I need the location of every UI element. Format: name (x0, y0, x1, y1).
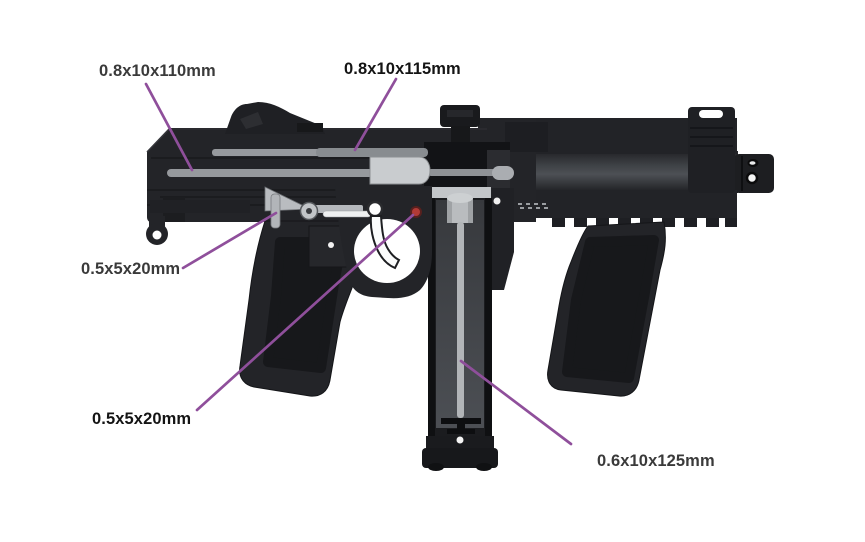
foregrip (547, 221, 666, 397)
leader-lines (144, 77, 573, 446)
floorplate-foot (428, 463, 444, 471)
receiver-pin-hole (493, 197, 501, 205)
bolt-block (369, 156, 431, 185)
magazine-wall-left (428, 198, 435, 438)
leader-sear-spring (181, 211, 278, 270)
sling-loop (146, 216, 168, 245)
receiver-lower-panel (150, 200, 250, 213)
rear-sight-panel (240, 112, 263, 129)
receiver-chamfer-highlight (146, 127, 171, 153)
sling-loop-hole (152, 230, 162, 240)
fire-control-group (264, 186, 422, 270)
floorplate-foot (476, 463, 492, 471)
front-sight-aperture (699, 110, 723, 118)
receiver-stamp-marks (518, 203, 548, 209)
front-sight (688, 107, 735, 193)
muzzle-hole (745, 171, 759, 185)
magazine-follower-top (447, 193, 473, 223)
foregrip-panel (562, 235, 659, 383)
leader-trigger-spring (195, 213, 415, 412)
rear-sight-step (297, 123, 323, 132)
leader-magazine-spring (459, 359, 573, 446)
front-sight-tower (688, 107, 735, 193)
magwell-column (492, 188, 514, 290)
dimension-label-lower-recoil-spring: 0.8x10x110mm (99, 62, 216, 80)
sear-pivot-hole (306, 208, 312, 214)
trigger (369, 215, 401, 270)
leader-upper-recoil-spring (353, 77, 398, 152)
pistol-grip (239, 220, 361, 397)
recoil-spring-upper (212, 148, 428, 157)
grip-pin-hole (328, 242, 334, 248)
dimension-label-upper-recoil-spring: 0.8x10x115mm (344, 60, 461, 78)
recoil-spring-lower (167, 166, 514, 180)
rail-riser-block (505, 122, 548, 152)
muzzle-slot-highlight (749, 161, 756, 165)
magazine (422, 187, 498, 471)
magazine-follower-bottom (441, 418, 481, 434)
dimension-label-sear-spring: 0.5x5x20mm (81, 260, 181, 278)
magazine-wall-right (485, 198, 492, 438)
magazine-pin-hole (456, 436, 464, 444)
barrel-assembly (530, 151, 774, 193)
magazine-spring (457, 222, 464, 418)
magazine-floorplate (422, 448, 498, 468)
leader-lower-recoil-spring (144, 82, 194, 172)
sear-spring-pin (270, 193, 281, 229)
dimension-label-magazine-spring: 0.6x10x125mm (597, 452, 715, 470)
trigger-link (322, 210, 372, 218)
charging-handle-notch (447, 110, 473, 117)
dimension-label-trigger-spring: 0.5x5x20mm (92, 410, 192, 428)
trigger-pivot (366, 200, 384, 218)
